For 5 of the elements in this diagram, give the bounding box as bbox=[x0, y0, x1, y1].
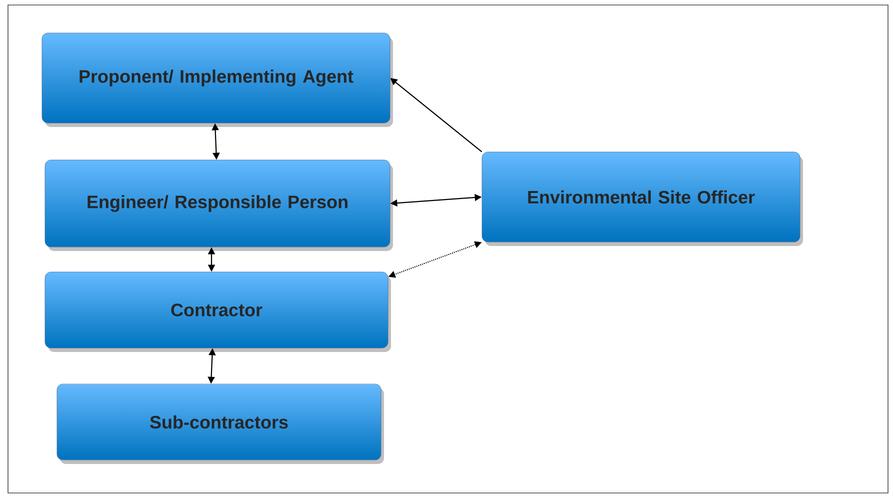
process-box: Engineer/ Responsible Person bbox=[44, 160, 393, 251]
process-box: Environmental Site Officer bbox=[482, 152, 804, 246]
process-box: Proponent/ Implementing Agent bbox=[42, 32, 393, 127]
process-box: Sub-contractors bbox=[56, 384, 384, 464]
process-box: Contractor bbox=[44, 272, 391, 352]
